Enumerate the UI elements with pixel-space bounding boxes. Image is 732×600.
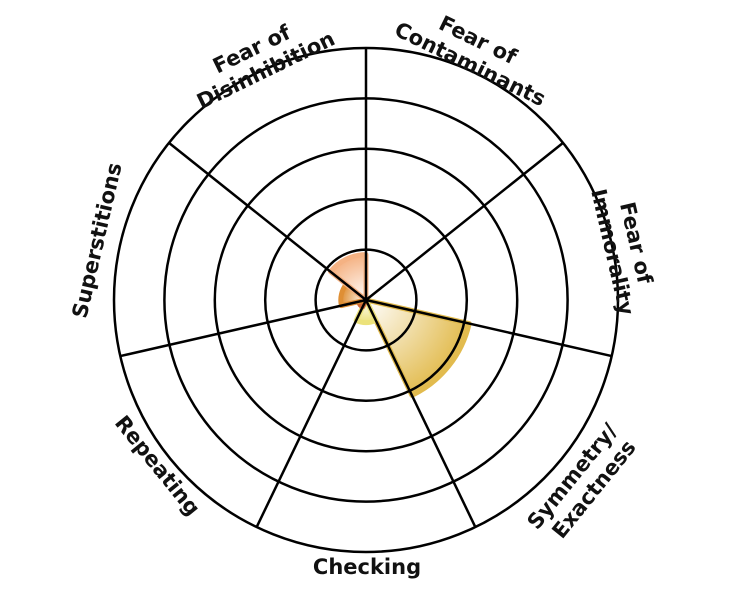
sector-divider xyxy=(365,298,612,358)
label-fear-of-disinhibition: Fear of Disinhibition xyxy=(182,4,339,114)
grid xyxy=(112,46,620,554)
sector-divider xyxy=(365,141,564,301)
label-superstitions: Superstitions xyxy=(68,160,127,320)
label-line: Checking xyxy=(313,555,421,579)
label-line: Repeating xyxy=(110,411,205,520)
label-repeating: Repeating xyxy=(110,411,205,520)
sector-divider xyxy=(168,141,367,301)
label-fear-of-immorality: Fear of Immorality xyxy=(586,181,663,318)
label-checking: Checking xyxy=(313,555,421,579)
label-line: Superstitions xyxy=(68,160,127,320)
sector-divider xyxy=(255,299,368,528)
data-wedges xyxy=(328,252,472,398)
sector-divider xyxy=(364,299,477,528)
label-fear-of-contaminants: Fear of Contaminants xyxy=(391,0,561,111)
sector-divider xyxy=(120,298,367,358)
wedge-symmetry-exactness xyxy=(363,297,472,398)
